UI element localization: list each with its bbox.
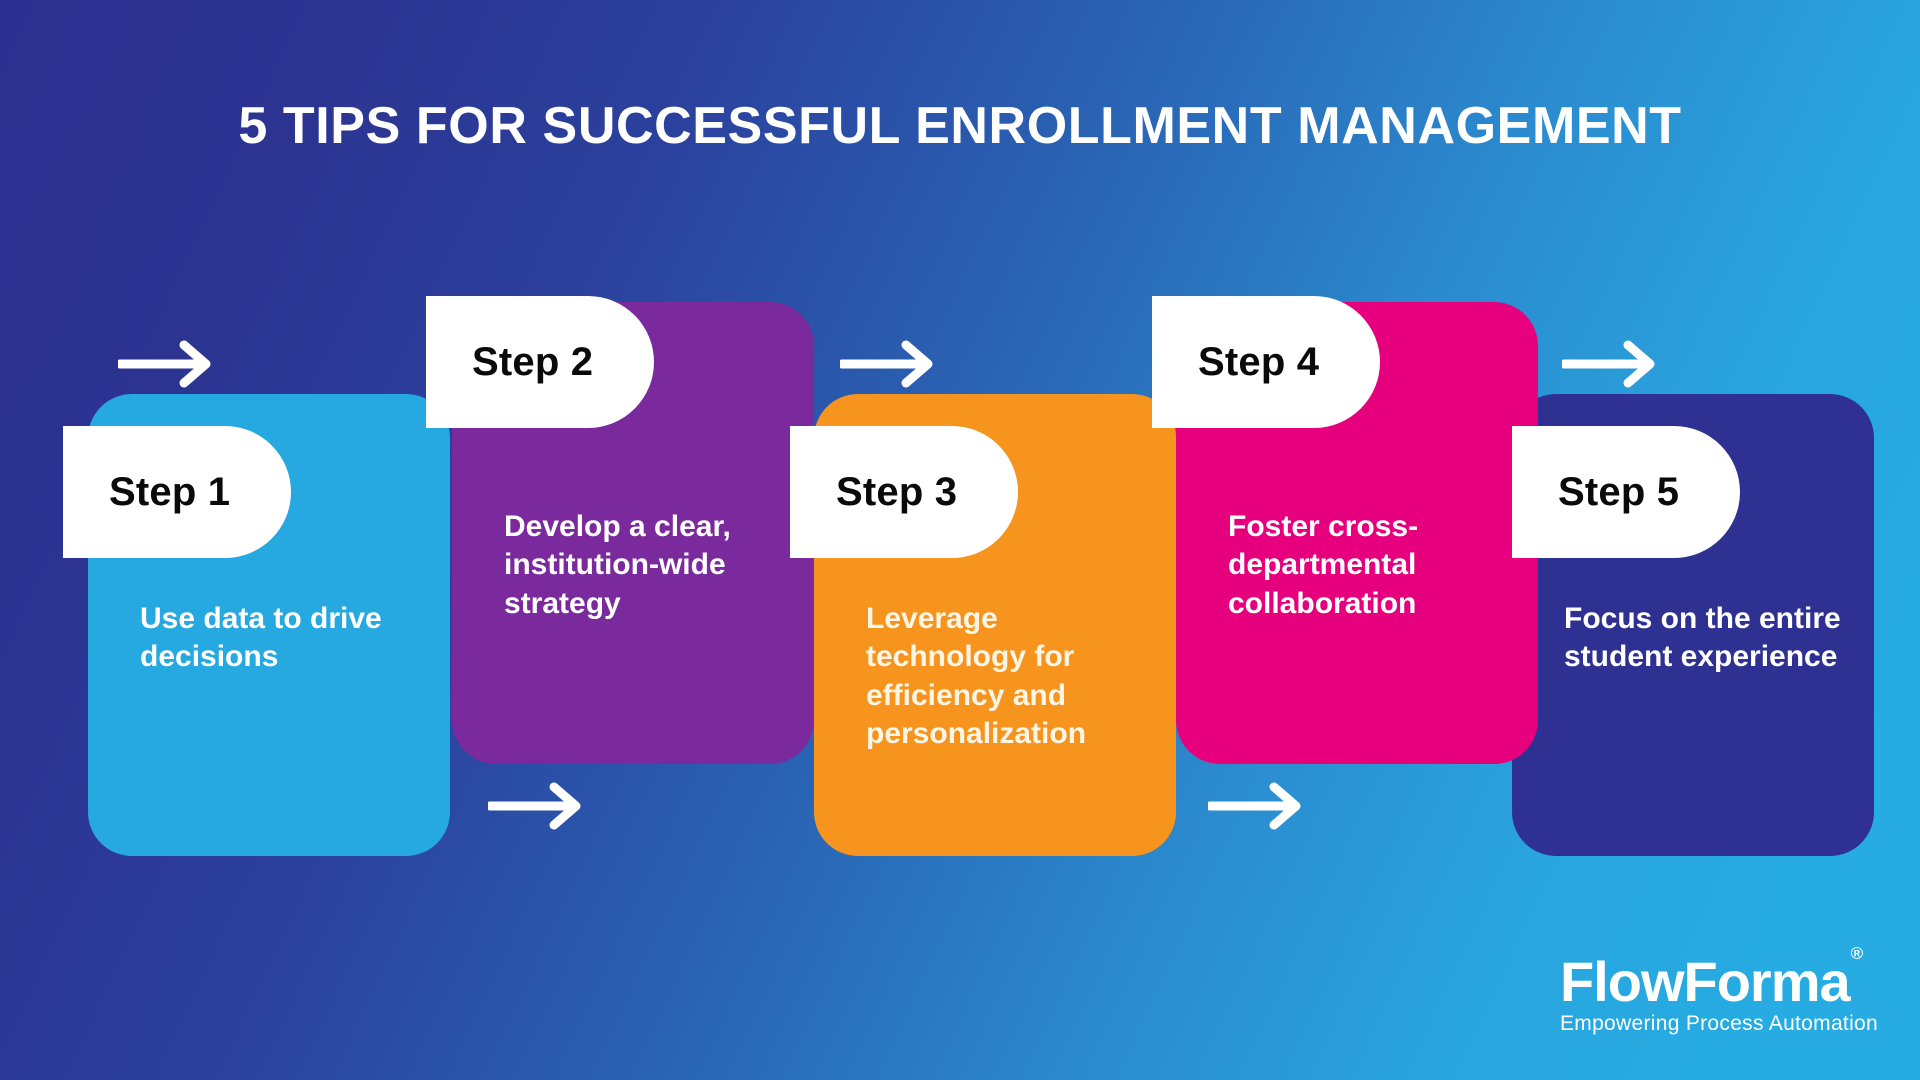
page-title: 5 Tips For Successful Enrollment Managem…	[238, 97, 1682, 155]
step-pill-3-label: Step 3	[836, 469, 958, 514]
step-pill-1[interactable]: Step 1	[63, 426, 291, 558]
step-card-2-text: Develop a clear, institution-wide strate…	[504, 510, 731, 620]
step-card-4-text: Foster cross-departmental collaboration	[1228, 510, 1419, 620]
step-pill-1-label: Step 1	[109, 469, 231, 514]
step-card-5-text: Focus on the entire student experience	[1564, 602, 1841, 674]
arrow-right-icon	[1205, 782, 1301, 830]
arrow-step-4-to-5	[1559, 338, 1662, 395]
arrow-step-1-to-2	[485, 780, 588, 837]
registered-trademark-icon: ®	[1850, 944, 1863, 964]
step-pill-2[interactable]: Step 2	[426, 296, 654, 428]
step-card-3-text: Leverage technology for efficiency and p…	[866, 602, 1087, 751]
step-pill-2-label: Step 2	[472, 339, 594, 384]
arrow-right-icon	[1559, 340, 1655, 388]
step-pill-3[interactable]: Step 3	[790, 426, 1018, 558]
step-card-1-text: Use data to drive decisions	[140, 602, 382, 674]
logo-wordmark-text: FlowForma	[1559, 950, 1851, 1013]
logo-wordmark: FlowForma®	[1560, 945, 1863, 1010]
step-pill-4-label: Step 4	[1198, 339, 1320, 384]
step-pill-5-label: Step 5	[1558, 469, 1680, 514]
arrow-right-icon	[485, 782, 581, 830]
logo-tagline: Empowering Process Automation	[1559, 1012, 1878, 1035]
arrow-right-icon	[837, 340, 933, 388]
arrow-step-2-to-3	[837, 338, 940, 395]
arrow-right-icon	[115, 340, 211, 388]
arrow-step-3-to-4	[1205, 780, 1308, 837]
step-pill-4[interactable]: Step 4	[1152, 296, 1380, 428]
arrow-into-step-1	[115, 338, 218, 395]
flowforma-logo: FlowForma® Empowering Process Automation	[1559, 945, 1878, 1036]
step-pill-5[interactable]: Step 5	[1512, 426, 1740, 558]
